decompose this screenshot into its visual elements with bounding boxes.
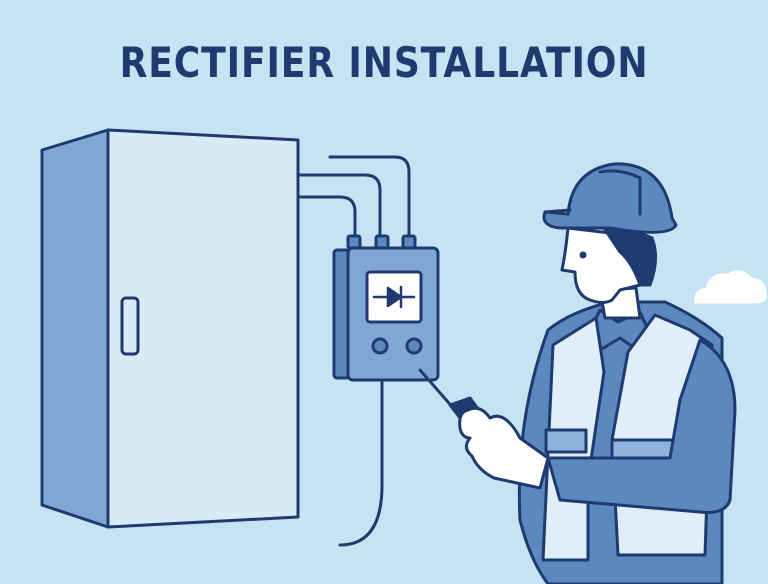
cloud-icon: [694, 270, 767, 304]
rectifier-box: [332, 234, 440, 382]
knob-left: [371, 337, 389, 355]
diode-icon: [372, 285, 416, 309]
worker: [418, 162, 737, 584]
electrical-cabinet: [40, 128, 300, 529]
hard-hat-icon: [542, 162, 678, 234]
knob-right: [405, 337, 423, 355]
cables: [296, 155, 411, 547]
cabinet-handle: [120, 296, 140, 356]
worker-hand: [458, 406, 550, 490]
page-title: RECTIFIER INSTALLATION: [119, 38, 649, 87]
